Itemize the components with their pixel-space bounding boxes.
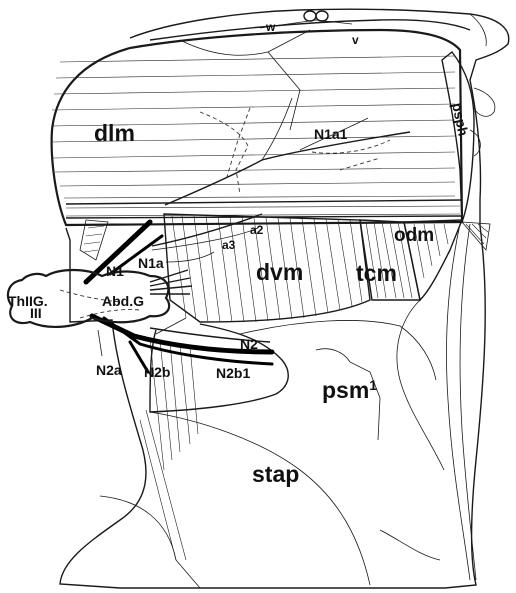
label-AbdG: Abd.G xyxy=(102,293,144,309)
label-psm-superscript: 1 xyxy=(369,377,377,393)
dlm-muscle: dlm N1a1 xyxy=(51,30,462,225)
label-v: v xyxy=(352,33,359,47)
label-N2: N2 xyxy=(240,336,258,352)
notum-top: w v xyxy=(150,11,470,47)
label-N2b: N2b xyxy=(144,364,170,380)
label-ThIIG: ThIIG. xyxy=(8,293,48,309)
label-a2: a2 xyxy=(250,223,264,237)
label-a3: a3 xyxy=(222,238,236,252)
label-psm: psm1 xyxy=(322,377,377,403)
label-stap: stap xyxy=(252,461,299,487)
label-N1: N1 xyxy=(106,263,124,279)
label-N2a: N2a xyxy=(96,362,122,378)
psph-phragma: psph xyxy=(442,52,495,222)
label-N1a: N1a xyxy=(138,255,164,271)
labels: odm a2 a3 N1 N1a dvm tcm N2 N2a N2b N2b1… xyxy=(96,223,434,487)
label-w: w xyxy=(265,20,276,34)
label-dlm: dlm xyxy=(94,120,135,146)
label-tcm: tcm xyxy=(356,260,397,286)
label-odm: odm xyxy=(394,225,434,246)
label-N1a1: N1a1 xyxy=(314,126,348,142)
label-psph: psph xyxy=(449,101,472,137)
label-psm-text: psm xyxy=(322,377,369,403)
label-dvm: dvm xyxy=(256,259,303,285)
label-III: III xyxy=(30,305,42,321)
label-N2b1: N2b1 xyxy=(216,365,250,381)
